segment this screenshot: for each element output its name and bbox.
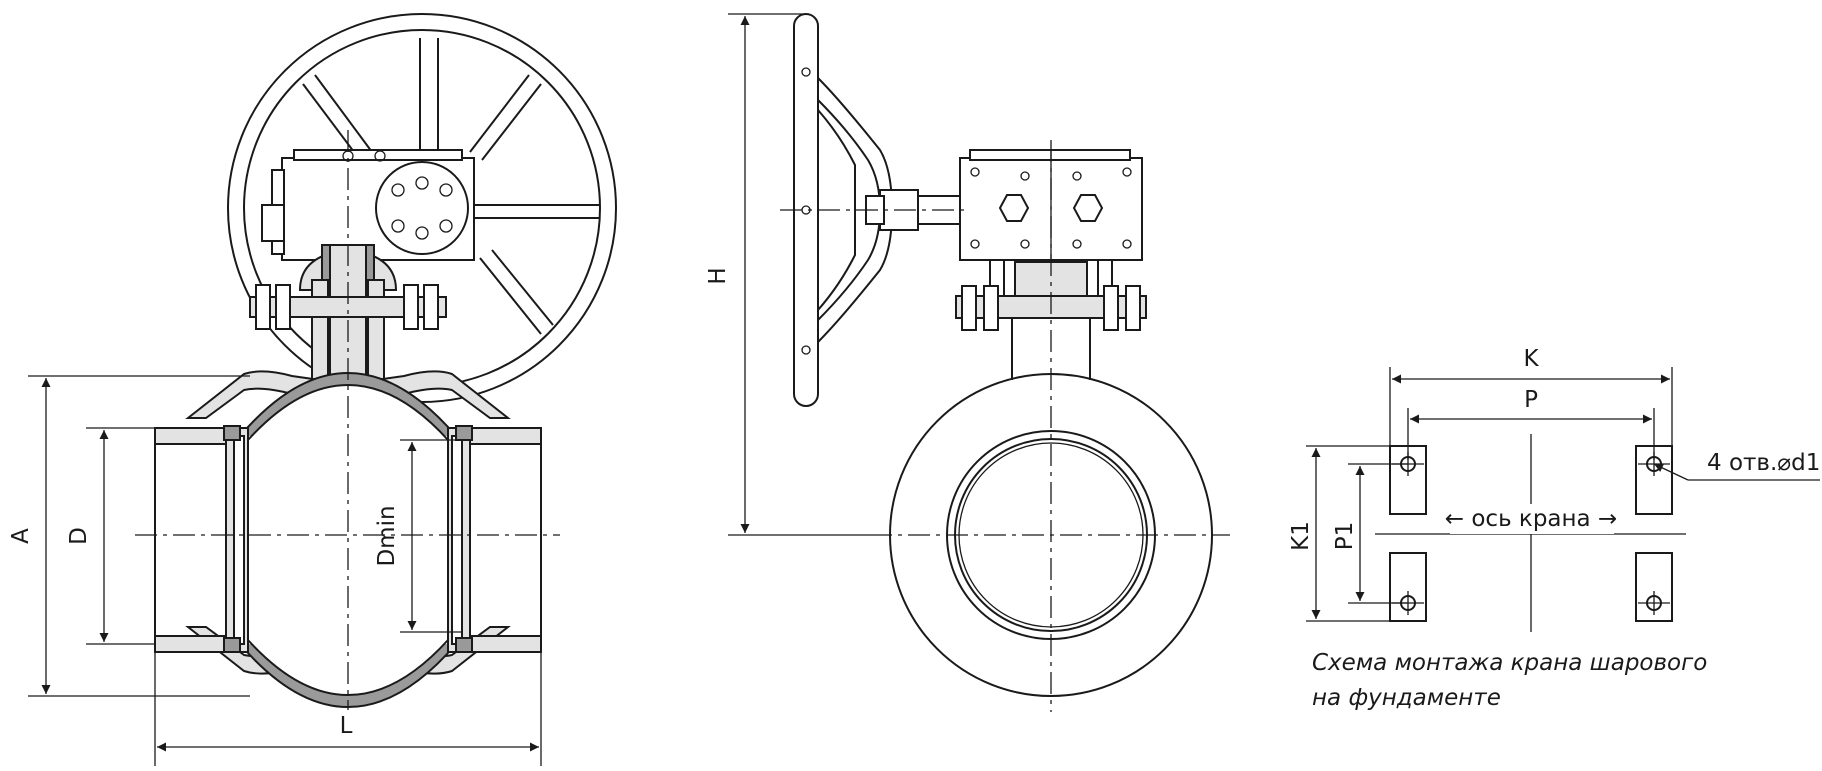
mounting-scheme: ← ось крана → K P K1 P1 4 отв.⌀d1 Схема … bbox=[1288, 346, 1820, 711]
gearbox-front bbox=[261, 149, 475, 261]
dim-P-label: P bbox=[1524, 387, 1538, 413]
dim-K1-label: K1 bbox=[1288, 521, 1314, 551]
dim-Dmin-label: Dmin bbox=[374, 505, 400, 566]
dim-H-label: H bbox=[705, 267, 731, 284]
dimensions-front: A D Dmin L bbox=[8, 375, 542, 766]
front-section-view bbox=[135, 13, 617, 710]
dim-A-label: A bbox=[8, 528, 34, 544]
mount-caption-line2: на фундаменте bbox=[1312, 685, 1501, 711]
mount-pad-top-right bbox=[1635, 445, 1673, 515]
dim-D-label: D bbox=[66, 527, 92, 545]
side-view: H bbox=[705, 13, 1230, 712]
dim-L-label: L bbox=[340, 713, 353, 739]
holes-label: 4 отв.⌀d1 bbox=[1707, 450, 1820, 476]
stem-assembly-front bbox=[249, 244, 447, 405]
dim-P1-label: P1 bbox=[1332, 522, 1358, 551]
dim-K-label: K bbox=[1523, 346, 1539, 372]
valve-axis-label: ← ось крана → bbox=[1445, 506, 1617, 532]
mount-caption-line1: Схема монтажа крана шарового bbox=[1312, 650, 1707, 676]
